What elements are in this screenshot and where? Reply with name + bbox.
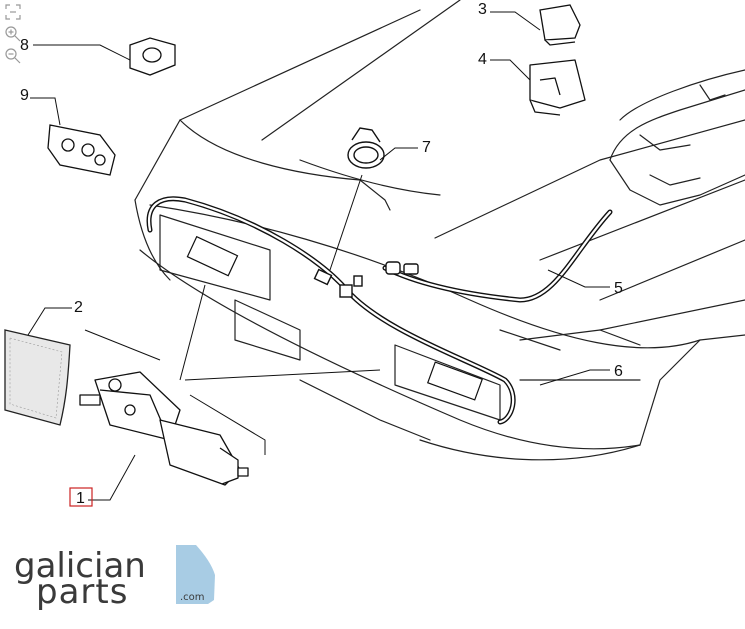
part-4-bracket <box>529 59 586 116</box>
viewer-toolbar <box>4 3 26 69</box>
galicianparts-logo: galician parts .com <box>14 545 215 612</box>
part-8-clip <box>129 37 176 76</box>
part-7-hose-clamp <box>347 127 385 169</box>
logo-line1: galician <box>14 546 146 586</box>
callout-5[interactable]: 5 <box>614 280 623 297</box>
part-2-cover <box>4 329 71 426</box>
washer-hoses <box>146 196 613 425</box>
part-3-relay <box>539 4 581 46</box>
callout-1-highlight <box>69 487 93 507</box>
hose-connectors <box>313 261 419 298</box>
callout-3[interactable]: 3 <box>478 1 487 18</box>
logo-suffix: .com <box>180 592 205 603</box>
part-9-multi-clip <box>47 124 116 176</box>
callout-labels: 1 2 3 4 5 6 7 8 9 <box>20 1 623 507</box>
logo-accent-shape <box>176 545 215 604</box>
logo-line2: parts <box>36 572 128 612</box>
callout-8[interactable]: 8 <box>20 37 29 54</box>
callout-4[interactable]: 4 <box>478 51 487 68</box>
callout-7[interactable]: 7 <box>422 139 431 156</box>
zoom-in-icon[interactable] <box>4 25 24 45</box>
leader-lines <box>27 11 610 501</box>
zoom-out-icon[interactable] <box>4 47 24 67</box>
callout-2[interactable]: 2 <box>74 299 83 316</box>
part-1-washer-pump <box>79 371 249 486</box>
headlamp-jets <box>186 235 484 401</box>
callout-1[interactable]: 1 <box>76 490 85 507</box>
callout-6[interactable]: 6 <box>614 363 623 380</box>
fit-to-screen-icon[interactable] <box>4 3 24 23</box>
car-body-drawing <box>134 0 745 461</box>
callout-9[interactable]: 9 <box>20 87 29 104</box>
